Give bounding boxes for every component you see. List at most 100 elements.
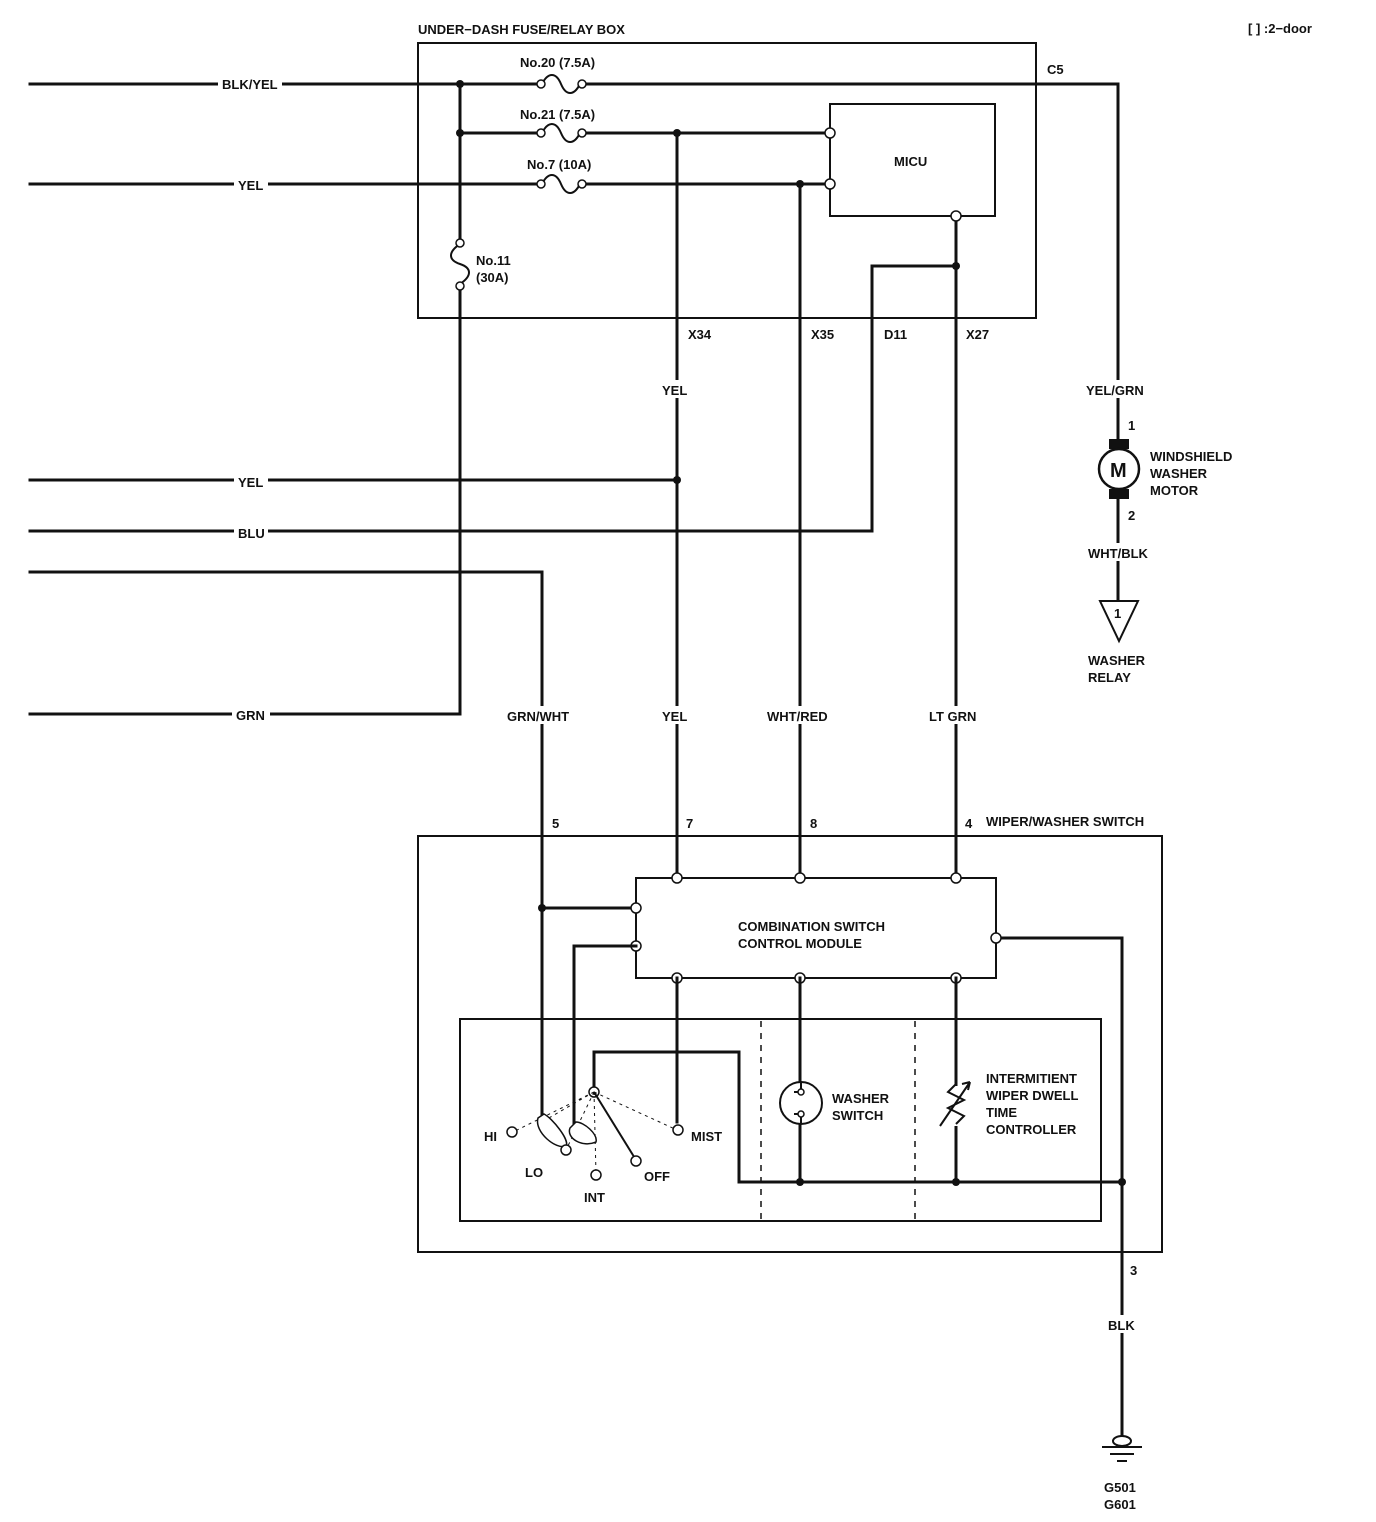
rotary-positions — [512, 1091, 678, 1175]
wire-label-yel-top: YEL — [238, 178, 263, 193]
rotary-contact-arm — [593, 1091, 637, 1161]
module-terminal-4 — [950, 872, 962, 884]
fuse-21-icon — [541, 123, 581, 143]
wire-label-lt-grn: LT GRN — [929, 709, 976, 724]
wire-label-yel-grn: YEL/GRN — [1086, 383, 1144, 398]
module-terminal-right — [990, 932, 1002, 944]
module-terminal-7 — [671, 872, 683, 884]
ground-icon — [1102, 1446, 1142, 1462]
wire-blu-d11 — [28, 264, 958, 533]
label-bg-yel-mid — [234, 471, 268, 489]
fuse-21-term-b — [577, 128, 587, 138]
wire-label-grn-wht: GRN/WHT — [507, 709, 569, 724]
label-bg-wht-red — [764, 706, 834, 724]
label-bg-yel-low — [660, 706, 694, 724]
switch-title: WIPER/WASHER SWITCH — [986, 814, 1144, 829]
switch-pin-3: 3 — [1130, 1263, 1137, 1278]
motor-label-3: MOTOR — [1150, 483, 1199, 498]
position-mist: MIST — [691, 1129, 722, 1144]
windshield-washer-motor: 1 M 2 WINDSHIELD WASHER MOTOR — [1097, 418, 1232, 523]
motor-symbol: M — [1110, 460, 1127, 482]
washer-switch-contact-b — [797, 1110, 805, 1118]
contact-hi — [506, 1126, 518, 1138]
washer-switch-label-2: SWITCH — [832, 1108, 883, 1123]
washer-switch-contacts — [794, 1082, 802, 1124]
micu-terminal-21 — [824, 127, 836, 139]
wire-label-blk: BLK — [1108, 1318, 1135, 1333]
contact-lo — [560, 1144, 572, 1156]
legend-note: [ ] :2−door — [1248, 21, 1312, 36]
junction-yel-mid — [673, 476, 681, 484]
pin-x34-label: X34 — [688, 327, 712, 342]
wire-label-wht-red: WHT/RED — [767, 709, 828, 724]
module-label-1: COMBINATION SWITCH — [738, 919, 885, 934]
fuse-11-label: No.11 — [476, 253, 511, 268]
position-lo: LO — [525, 1165, 543, 1180]
fuse-20-term-b — [577, 79, 587, 89]
fuse-7-term-b — [577, 179, 587, 189]
variable-resistor-arrow-icon — [939, 1081, 971, 1127]
washer-relay-label-1: WASHER — [1088, 653, 1146, 668]
washer-switch-contact-a — [797, 1088, 805, 1096]
label-bg-grn — [232, 705, 270, 723]
wire-label-grn: GRN — [236, 708, 265, 723]
intermittent-label-4: CONTROLLER — [986, 1122, 1077, 1137]
wire-labels: BLK/YEL YEL YEL BLU GRN YEL GRN/WHT YEL … — [218, 74, 1151, 1333]
pin-x35-label: X35 — [811, 327, 834, 342]
wire-fuse20-out-yel-grn — [582, 82, 1120, 442]
position-off: OFF — [644, 1169, 670, 1184]
switch-pin-4: 4 — [965, 816, 973, 831]
under-dash-fuse-relay-box: UNDER−DASH FUSE/RELAY BOX MICU No.20 (7.… — [417, 22, 1064, 342]
contact-int — [590, 1169, 602, 1181]
rotary-wiper-lo — [568, 1121, 597, 1145]
intermittent-label-2: WIPER DWELL — [986, 1088, 1078, 1103]
ground: G501 G601 — [1102, 1435, 1142, 1512]
switch-pin-8: 8 — [810, 816, 817, 831]
washer-relay-label-2: RELAY — [1088, 670, 1131, 685]
wire-switch-common — [592, 1050, 1124, 1184]
fuse-box-title: UNDER−DASH FUSE/RELAY BOX — [418, 22, 625, 37]
ground-g501: G501 — [1104, 1480, 1136, 1495]
combination-switch-module — [635, 877, 997, 979]
label-bg-lt-grn — [926, 706, 980, 724]
fuse-symbols — [450, 74, 587, 291]
junction-x35 — [796, 180, 804, 188]
fuse-11-term-b — [455, 281, 465, 291]
fuse-11-rating: (30A) — [476, 270, 509, 285]
connector-c5-label: C5 — [1047, 62, 1064, 77]
junction-grn-wht — [538, 904, 546, 912]
washer-relay: 1 WASHER RELAY — [1088, 600, 1146, 685]
rotary-wiper-hi — [536, 1113, 568, 1148]
washer-relay-pin: 1 — [1114, 606, 1121, 621]
fuse-7-icon — [541, 174, 581, 194]
fuse-box-outline — [417, 42, 1037, 319]
fuse-21-label: No.21 (7.5A) — [520, 107, 595, 122]
contact-off — [630, 1155, 642, 1167]
label-bg-yel-grn — [1083, 380, 1149, 398]
intermittent-label-3: TIME — [986, 1105, 1017, 1120]
wire-grn — [28, 284, 462, 716]
motor-label-2: WASHER — [1150, 466, 1208, 481]
junction-x34 — [673, 129, 681, 137]
washer-relay-arrow-icon — [1098, 600, 1140, 644]
fuse-7-term-a — [536, 179, 546, 189]
wire-label-yel-mid: YEL — [238, 475, 263, 490]
switch-pin-5: 5 — [552, 816, 559, 831]
wire-module-to-lo — [572, 944, 638, 1132]
wiper-washer-switch: WIPER/WASHER SWITCH 5 7 8 4 3 COMBINATIO… — [417, 814, 1163, 1278]
wire-label-blk-yel: BLK/YEL — [222, 77, 278, 92]
ground-terminal — [1112, 1435, 1132, 1447]
junction-bus-21 — [456, 129, 464, 137]
module-terminal-left-1 — [630, 902, 642, 914]
fuse-11-term-a — [455, 238, 465, 248]
wire-grn-wht — [28, 570, 544, 1122]
micu-block — [829, 103, 996, 217]
fuse-11-icon — [450, 243, 470, 285]
wire-label-yel-drop: YEL — [662, 383, 687, 398]
junctions — [456, 80, 1126, 1186]
pin-d11-label: D11 — [884, 327, 907, 342]
switch-outline — [417, 835, 1163, 1253]
motor-terminal-bottom — [1109, 489, 1129, 499]
washer-switch-label-1: WASHER — [832, 1091, 890, 1106]
